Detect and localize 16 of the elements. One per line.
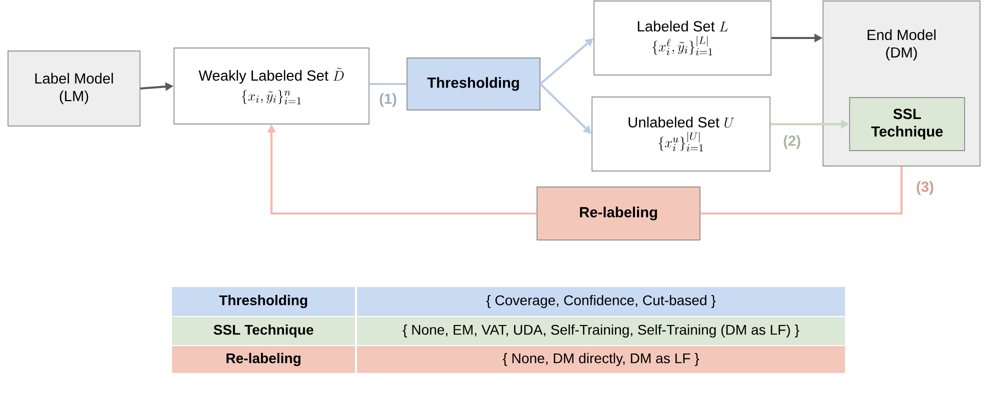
- edge-label: (1): [378, 92, 398, 108]
- process-box: Label Model (LM): [8, 50, 140, 126]
- table-cell: SSL Technique: [172, 317, 355, 345]
- edge-label: (2): [782, 134, 802, 150]
- data-box: Unlabeled Set $U$ $\{x_i^{u}\}_{i=1}^{|U|}$: [592, 96, 770, 172]
- process-box: SSL Technique: [849, 97, 965, 151]
- table-cell: { None, EM, VAT, UDA, Self-Training, Self-Training (DM as LF) }: [357, 317, 845, 345]
- table-cell: Thresholding: [172, 287, 355, 316]
- process-box: Thresholding: [406, 58, 540, 110]
- edge-label: (3): [914, 180, 936, 196]
- table-cell: { Coverage, Confidence, Cut-based }: [357, 287, 845, 316]
- table-cell: Re-labeling: [172, 346, 355, 373]
- data-box: Labeled Set $L$ $\{x_i^{\ell}, \tilde{y}_i\}_{i=1}^{|L|}$: [594, 0, 772, 76]
- process-box: Re-labeling: [536, 186, 700, 240]
- data-box: Weakly Labeled Set $\tilde{D}$ $\{x_i, \tilde{y}_i\}_{i=1}^{n}$: [174, 48, 370, 124]
- table-cell: { None, DM directly, DM as LF }: [357, 346, 845, 373]
